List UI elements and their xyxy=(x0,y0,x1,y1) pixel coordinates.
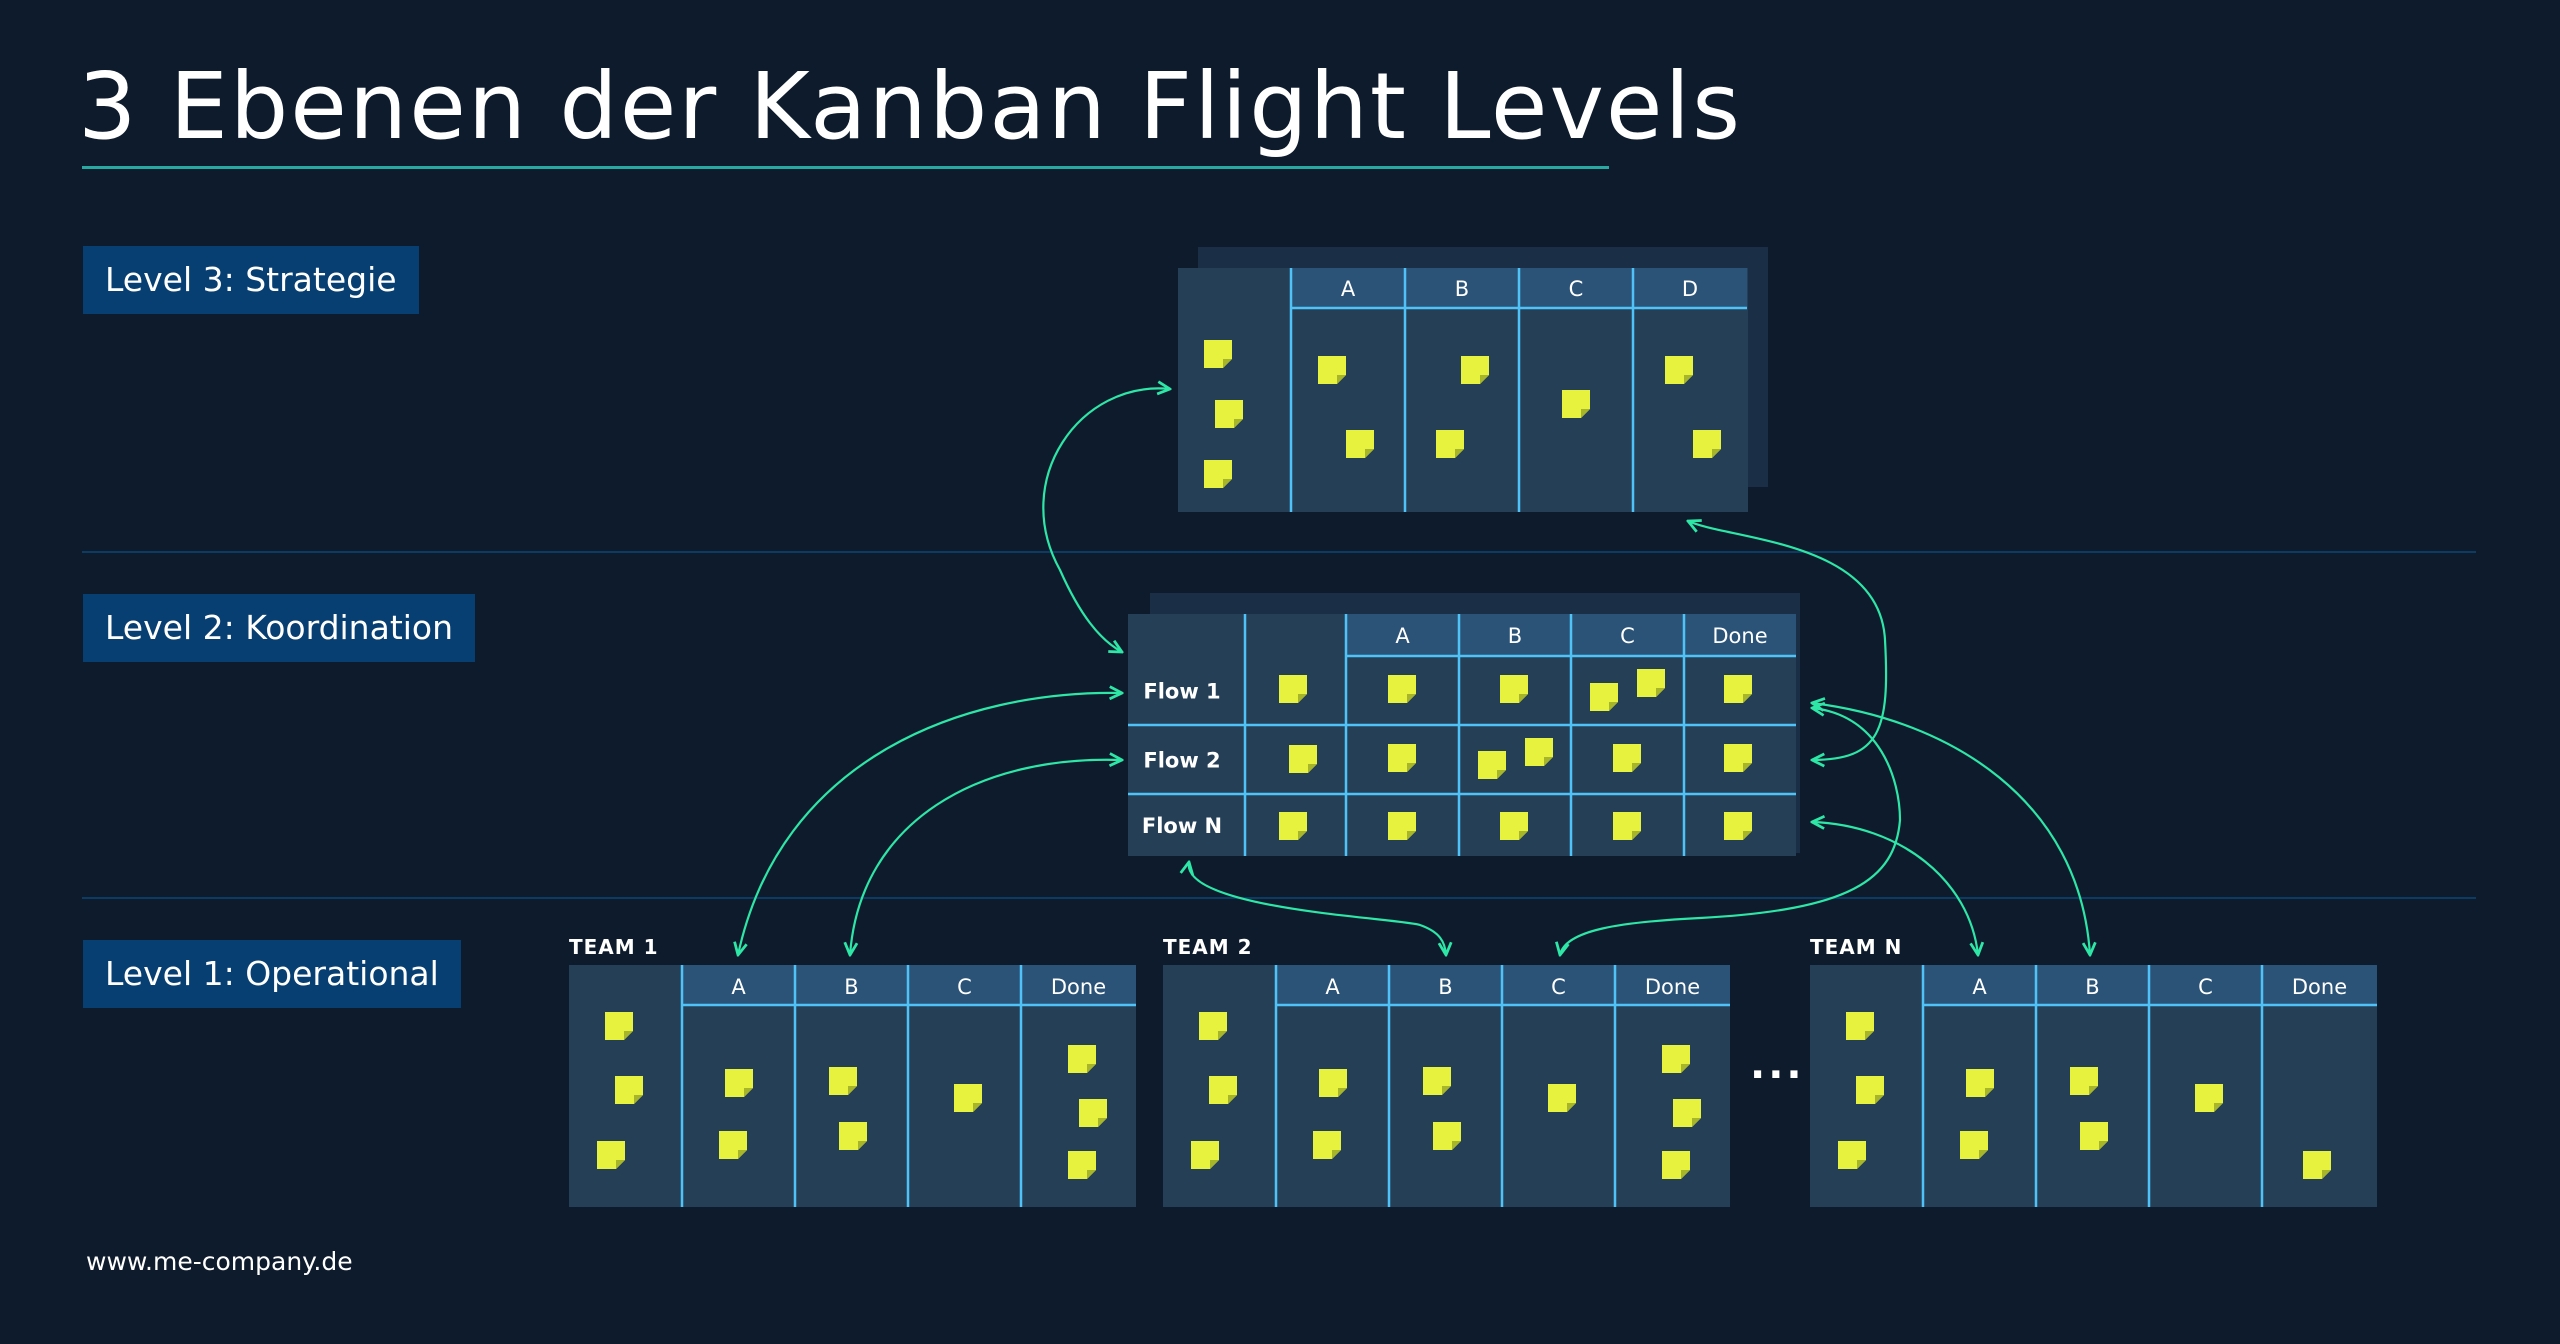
sticky-note-icon xyxy=(1436,430,1464,458)
column-header: Done xyxy=(2292,975,2347,999)
sticky-note-icon xyxy=(1215,400,1243,428)
arrow-icon xyxy=(1812,822,1978,955)
sticky-note-icon xyxy=(1423,1067,1451,1095)
column-header: C xyxy=(2198,975,2213,999)
sticky-note-icon xyxy=(597,1141,625,1169)
level-divider xyxy=(82,551,2476,553)
column-header: C xyxy=(1620,624,1635,648)
sticky-note-icon xyxy=(1966,1069,1994,1097)
level-3-label: Level 3: Strategie xyxy=(83,246,419,314)
sticky-note-icon xyxy=(1461,356,1489,384)
sticky-note-icon xyxy=(1388,744,1416,772)
sticky-note-icon xyxy=(1279,812,1307,840)
more-teams-ellipsis: ... xyxy=(1750,1042,1805,1088)
column-header: B xyxy=(1508,624,1522,648)
sticky-note-icon xyxy=(1388,675,1416,703)
sticky-note-icon xyxy=(1433,1122,1461,1150)
sticky-note-icon xyxy=(1548,1084,1576,1112)
team-board: A B C Done xyxy=(569,965,1136,1207)
column-header: D xyxy=(1682,277,1698,301)
sticky-note-icon xyxy=(1388,812,1416,840)
flow-label: Flow N xyxy=(1142,814,1222,838)
sticky-note-icon xyxy=(1500,812,1528,840)
arrow-icon xyxy=(850,760,1122,955)
sticky-note-icon xyxy=(605,1012,633,1040)
sticky-note-icon xyxy=(1346,430,1374,458)
column-header: Done xyxy=(1645,975,1700,999)
sticky-note-icon xyxy=(2070,1067,2098,1095)
column-header: C xyxy=(1551,975,1566,999)
arrow-icon xyxy=(738,693,1122,955)
sticky-note-icon xyxy=(2195,1084,2223,1112)
sticky-note-icon xyxy=(954,1084,982,1112)
column-header: A xyxy=(1325,975,1340,999)
column-header: A xyxy=(1972,975,1987,999)
column-header: B xyxy=(844,975,858,999)
column-header: A xyxy=(1341,277,1356,301)
sticky-note-icon xyxy=(1665,356,1693,384)
flow-label: Flow 2 xyxy=(1143,749,1220,773)
sticky-note-icon xyxy=(829,1067,857,1095)
team-1-label: TEAM 1 xyxy=(569,935,659,959)
sticky-note-icon xyxy=(1289,745,1317,773)
sticky-note-icon xyxy=(1693,430,1721,458)
sticky-note-icon xyxy=(725,1069,753,1097)
sticky-note-icon xyxy=(1191,1141,1219,1169)
sticky-note-icon xyxy=(1199,1012,1227,1040)
sticky-note-icon xyxy=(2303,1151,2331,1179)
sticky-note-icon xyxy=(1662,1045,1690,1073)
column-header: C xyxy=(957,975,972,999)
footer-url: www.me-company.de xyxy=(86,1247,353,1276)
sticky-note-icon xyxy=(1562,390,1590,418)
sticky-note-icon xyxy=(1209,1076,1237,1104)
sticky-note-icon xyxy=(1068,1151,1096,1179)
column-header: A xyxy=(731,975,746,999)
column-header: Done xyxy=(1051,975,1106,999)
column-header: Done xyxy=(1712,624,1767,648)
sticky-note-icon xyxy=(1204,340,1232,368)
sticky-note-icon xyxy=(1960,1131,1988,1159)
sticky-note-icon xyxy=(839,1122,867,1150)
sticky-note-icon xyxy=(1500,675,1528,703)
team-board: A B C Done xyxy=(1810,965,2377,1207)
column-header: B xyxy=(2085,975,2099,999)
column-header: A xyxy=(1395,624,1410,648)
sticky-note-icon xyxy=(1318,356,1346,384)
flow-label: Flow 1 xyxy=(1143,680,1220,704)
sticky-note-icon xyxy=(1204,460,1232,488)
sticky-note-icon xyxy=(1478,751,1506,779)
sticky-note-icon xyxy=(1313,1131,1341,1159)
sticky-note-icon xyxy=(615,1076,643,1104)
page-title: 3 Ebenen der Kanban Flight Levels xyxy=(78,53,1743,160)
sticky-note-icon xyxy=(1662,1151,1690,1179)
strategy-board: A B C D xyxy=(1178,247,1768,512)
sticky-note-icon xyxy=(1079,1099,1107,1127)
sticky-note-icon xyxy=(1673,1099,1701,1127)
sticky-note-icon xyxy=(719,1131,747,1159)
team-board: A B C Done xyxy=(1163,965,1730,1207)
column-header: B xyxy=(1455,277,1469,301)
column-header: B xyxy=(1438,975,1452,999)
sticky-note-icon xyxy=(1068,1045,1096,1073)
sticky-note-icon xyxy=(1637,669,1665,697)
sticky-note-icon xyxy=(1525,738,1553,766)
arrow-icon xyxy=(1042,388,1170,652)
arrow-icon xyxy=(1812,703,2090,955)
column-header: C xyxy=(1569,277,1584,301)
sticky-note-icon xyxy=(1856,1076,1884,1104)
title-underline xyxy=(82,166,1609,169)
sticky-note-icon xyxy=(1846,1012,1874,1040)
level-1-label: Level 1: Operational xyxy=(83,940,461,1008)
sticky-note-icon xyxy=(1319,1069,1347,1097)
arrow-icon xyxy=(1189,862,1446,955)
sticky-note-icon xyxy=(1838,1141,1866,1169)
sticky-note-icon xyxy=(1279,675,1307,703)
level-2-label: Level 2: Koordination xyxy=(83,594,476,662)
sticky-note-icon xyxy=(2080,1122,2108,1150)
